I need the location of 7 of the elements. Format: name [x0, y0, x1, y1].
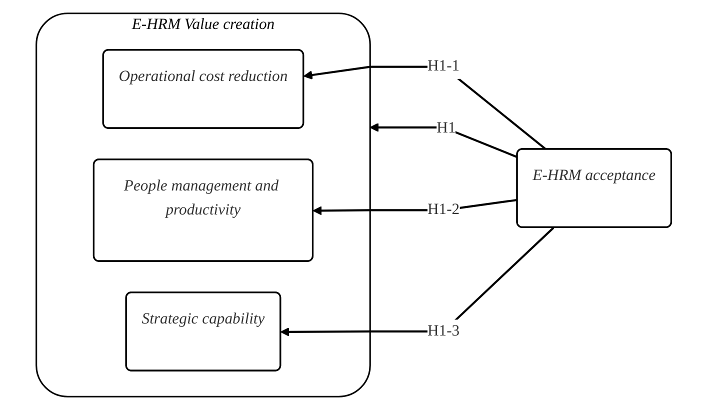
- arrow: [280, 226, 554, 336]
- edge-label: H1-1: [428, 58, 460, 74]
- arrow: [304, 65, 547, 150]
- arrow: [370, 122, 518, 158]
- edge-label: H1-3: [428, 322, 460, 340]
- edge-label: H1-2: [428, 201, 460, 218]
- edge-label: H1: [436, 119, 456, 136]
